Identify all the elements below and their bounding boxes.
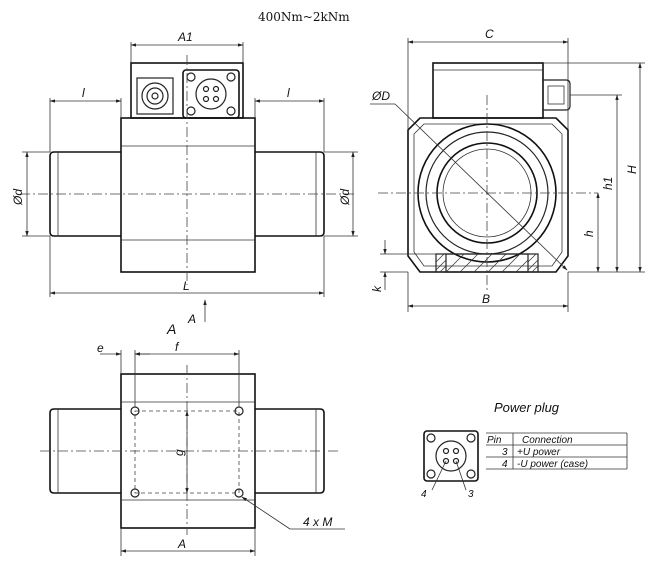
dim-h-total-label: H [625,165,639,174]
table-cell-connection: +U power [517,447,561,458]
hatch-pattern [435,253,539,273]
power-plug-section: Power plug 4 3 Pin Connection [421,400,628,500]
mounting-hole [234,488,244,498]
table-cell-pin: 3 [502,447,508,458]
plug-pin-right-label: 3 [468,489,474,500]
dim-d-label: ØD [371,89,390,103]
pin-table: Pin Connection 3 +U power 4 -U power (ca… [486,432,628,470]
dim-a1-label: A1 [177,30,193,44]
front-view: A1 l l Ød Ød L A [11,30,358,326]
dim-h-label: h [582,230,596,237]
square-connector-icon [182,69,240,119]
holes-leader [241,496,291,530]
dim-b-label: B [482,292,490,306]
dim-l-right-label: l [287,86,290,100]
dim-a-label: A [177,537,186,551]
mounting-hole [130,488,140,498]
table-header-pin: Pin [487,435,502,446]
dim-h1-label: h1 [601,177,615,190]
sensor-body [120,117,256,273]
power-plug-icon [423,430,479,482]
holes-label: 4 x M [303,515,332,529]
dim-l-left-label: l [82,86,85,100]
bottom-view: A e f g 4 x M [40,321,345,556]
dim-g-label: g [172,449,186,456]
dim-d-left-label: Ød [11,189,25,206]
dim-c-label: C [485,27,494,41]
table-cell-pin: 4 [502,459,508,470]
dim-f-label: f [175,340,180,354]
dim-k-label: k [370,285,384,292]
dim-e-label: e [97,341,104,355]
table-header-connection: Connection [522,435,573,446]
bottom-view-label: A [166,321,176,337]
diameter-leader [394,103,568,271]
side-connector-tab [543,79,571,111]
drawing-title: 400Nm~2kNm [258,10,350,24]
plug-pin-left-label: 4 [421,489,427,500]
dim-l-total-label: L [183,279,190,293]
right-shaft [255,151,325,237]
dim-d-right-label: Ød [338,189,352,206]
side-view: C ØD H h1 h k B [370,27,645,312]
table-cell-connection: -U power (case) [517,459,588,470]
side-connector-housing [432,62,544,119]
power-plug-title: Power plug [494,400,560,415]
side-body-outline [407,117,569,273]
view-arrow-label: A [187,312,196,326]
left-shaft [49,151,121,237]
round-connector-icon [136,77,174,115]
